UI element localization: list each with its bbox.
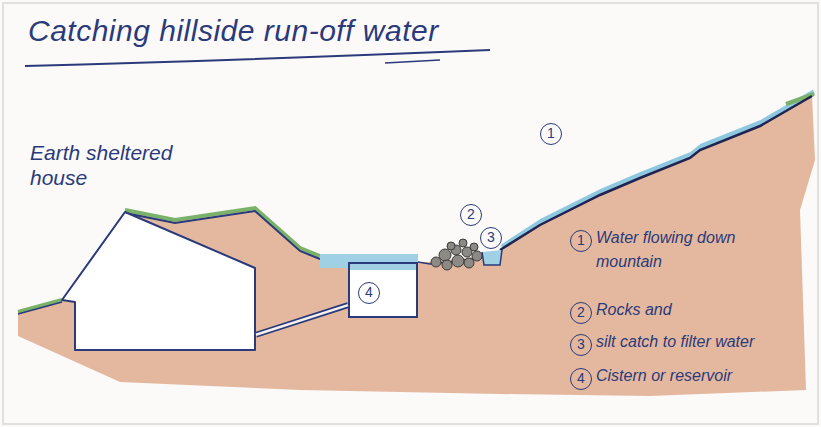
diagram-title: Catching hillside run-off water bbox=[28, 14, 439, 48]
house-wall bbox=[62, 212, 255, 350]
rock-pile bbox=[431, 239, 482, 270]
house-node: Earth sheltered house bbox=[30, 140, 256, 354]
paper bbox=[3, 3, 818, 424]
rock bbox=[439, 249, 451, 261]
rock bbox=[459, 239, 467, 247]
callout-number: 1 bbox=[540, 123, 562, 145]
rock bbox=[452, 255, 464, 267]
title-underline bbox=[385, 60, 440, 63]
rock bbox=[464, 258, 474, 268]
silt-catch bbox=[482, 250, 502, 265]
callout-number: 2 bbox=[570, 302, 592, 324]
rock bbox=[431, 257, 441, 267]
legend-text: Water flowing down mountain bbox=[596, 226, 746, 274]
ground-line bbox=[18, 302, 62, 314]
pipe-connector bbox=[256, 305, 348, 335]
cistern-box: 4 bbox=[348, 262, 418, 318]
rock bbox=[442, 260, 452, 270]
hillside-line bbox=[500, 96, 812, 250]
pipe-bore bbox=[256, 305, 348, 335]
legend-text: silt catch to filter water bbox=[596, 330, 818, 354]
rock bbox=[447, 242, 455, 250]
legend-text: Cistern or reservoir bbox=[596, 364, 816, 388]
rock bbox=[470, 243, 478, 251]
callout-number: 1 bbox=[570, 230, 592, 252]
callout-number: 4 bbox=[358, 282, 380, 304]
title-underline bbox=[25, 50, 490, 66]
callout-number: 3 bbox=[480, 227, 502, 249]
callout-number: 3 bbox=[570, 334, 592, 356]
callout-number: 4 bbox=[570, 368, 592, 390]
callout-number: 2 bbox=[460, 204, 482, 226]
pipe-wall bbox=[256, 305, 348, 335]
grass-line bbox=[18, 300, 62, 312]
legend-text: Rocks and bbox=[596, 298, 816, 322]
rock bbox=[472, 251, 482, 261]
house-heading: Earth sheltered house bbox=[30, 140, 230, 190]
earth-fill bbox=[18, 96, 815, 396]
